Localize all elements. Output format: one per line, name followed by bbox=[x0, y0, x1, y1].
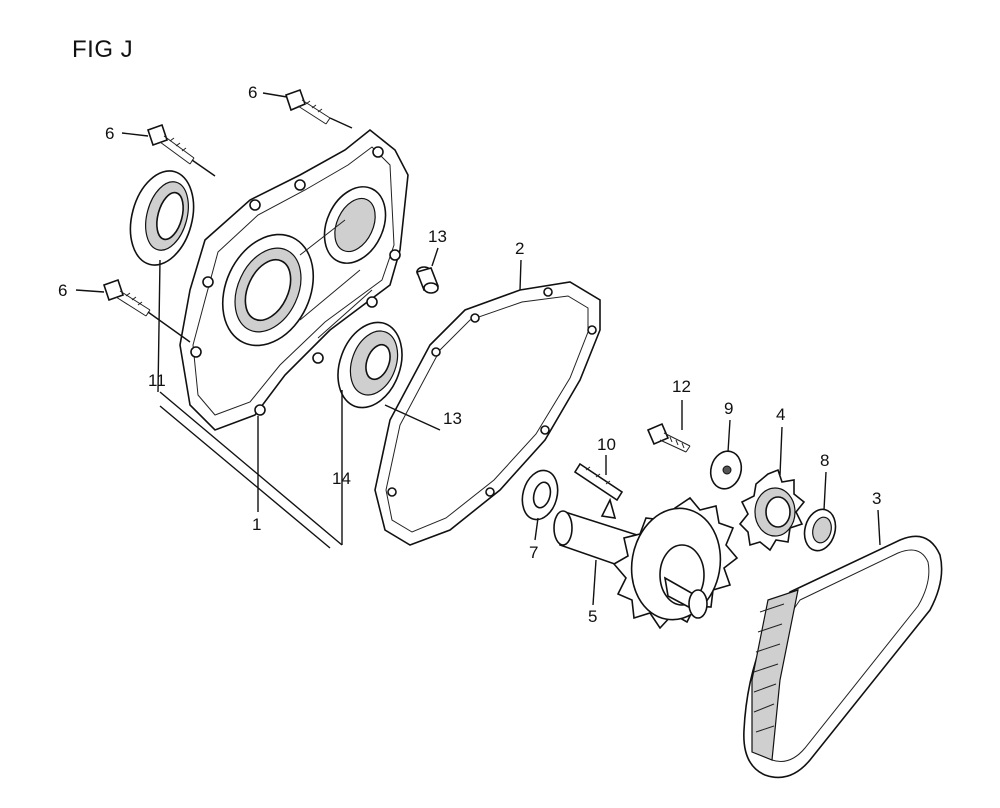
callout-10: 10 bbox=[597, 435, 616, 454]
gear-case-gasket bbox=[374, 281, 601, 546]
sprocket-bolt bbox=[646, 422, 691, 453]
callout-6-left: 6 bbox=[105, 124, 114, 143]
drive-sprocket bbox=[738, 468, 806, 552]
callout-2: 2 bbox=[515, 239, 524, 258]
plain-washer bbox=[709, 450, 743, 490]
flange-bolt-lower bbox=[102, 278, 151, 317]
callout-8: 8 bbox=[820, 451, 829, 470]
callout-6-lower: 6 bbox=[58, 281, 67, 300]
collar bbox=[803, 508, 837, 552]
callout-labels: 6 6 6 13 2 11 13 14 1 10 12 9 4 8 3 7 5 bbox=[58, 83, 881, 626]
callout-9: 9 bbox=[724, 399, 733, 418]
key bbox=[573, 462, 624, 502]
callout-5: 5 bbox=[588, 607, 597, 626]
ball-bearing bbox=[337, 321, 403, 409]
figure-title: FIG J bbox=[72, 36, 134, 63]
countershaft-sprocket bbox=[553, 496, 739, 630]
leader-lines bbox=[75, 92, 881, 606]
callout-11: 11 bbox=[148, 371, 166, 390]
callout-6-top: 6 bbox=[248, 83, 257, 102]
drive-chain bbox=[743, 535, 943, 779]
callout-4: 4 bbox=[776, 405, 785, 424]
callout-7: 7 bbox=[529, 543, 538, 562]
dowel-pin-upper bbox=[415, 266, 440, 294]
oil-seal bbox=[129, 170, 195, 266]
callout-13-upper: 13 bbox=[428, 227, 447, 246]
callout-13-lower: 13 bbox=[443, 409, 462, 428]
callout-12: 12 bbox=[672, 377, 691, 396]
flange-bolt-top bbox=[284, 88, 331, 125]
callout-3: 3 bbox=[872, 489, 881, 508]
callout-1: 1 bbox=[252, 515, 261, 534]
thrust-washer bbox=[521, 469, 559, 521]
flange-bolt-left bbox=[146, 123, 195, 165]
callout-14: 14 bbox=[332, 469, 351, 488]
gear-case-cover bbox=[179, 128, 409, 431]
